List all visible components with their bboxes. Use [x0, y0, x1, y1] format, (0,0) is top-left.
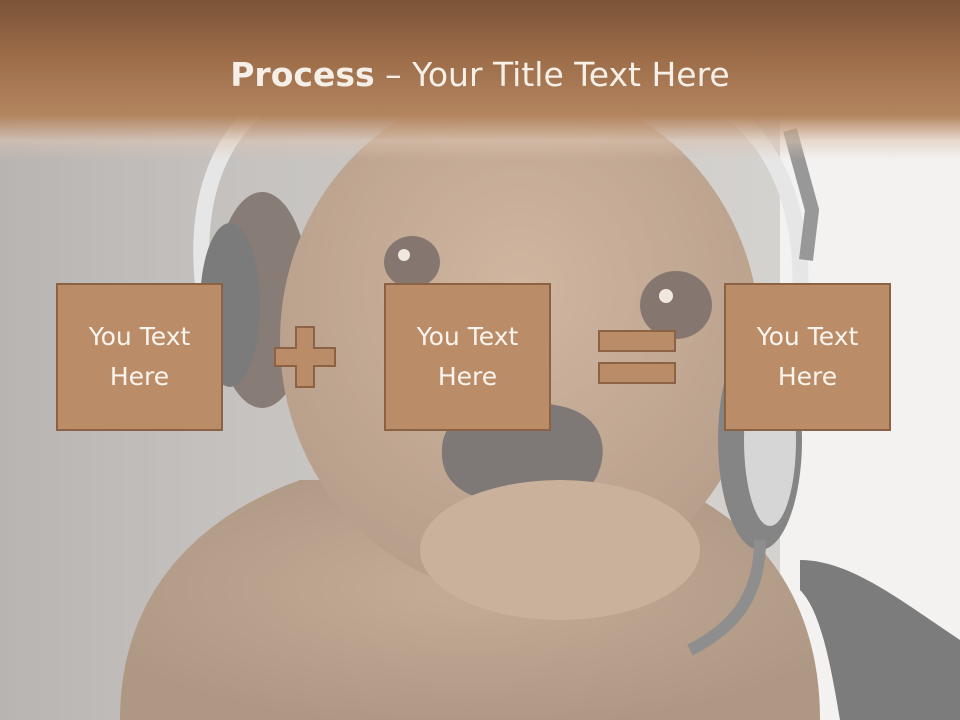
process-box-2-text: You Text Here — [416, 322, 519, 391]
equals-icon — [598, 330, 676, 384]
title-rest-text: – Your Title Text Here — [374, 55, 730, 94]
title-bar — [0, 0, 960, 160]
process-box-2[interactable]: You Text Here — [384, 283, 551, 431]
process-box-1[interactable]: You Text Here — [56, 283, 223, 431]
slide-title: Process – Your Title Text Here — [0, 53, 960, 97]
process-box-3[interactable]: You Text Here — [724, 283, 891, 431]
plus-icon — [274, 326, 336, 388]
process-box-3-text: You Text Here — [756, 322, 859, 391]
title-bold-text: Process — [230, 55, 375, 94]
process-box-1-text: You Text Here — [88, 322, 191, 391]
